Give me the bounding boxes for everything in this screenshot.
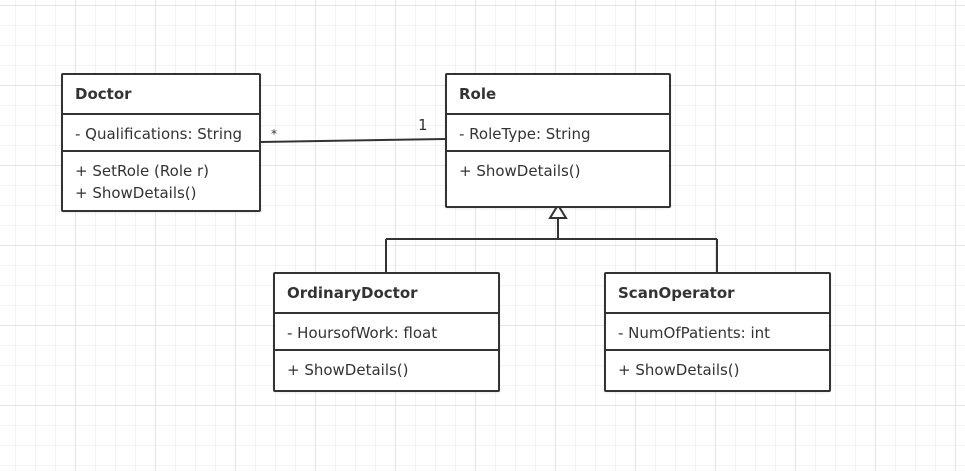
class-scan-operator[interactable]: ScanOperator - NumOfPatients: int + Show… [604, 272, 831, 392]
attribute-num-of-patients: - NumOfPatients: int [618, 324, 771, 342]
attributes-compartment: - Qualifications: String [63, 115, 259, 152]
attributes-compartment: - RoleType: String [447, 115, 669, 152]
operations-compartment: + ShowDetails() [606, 351, 829, 381]
class-name-doctor: Doctor [63, 75, 259, 115]
class-doctor[interactable]: Doctor - Qualifications: String + SetRol… [61, 73, 261, 212]
class-name-ordinary-doctor: OrdinaryDoctor [275, 274, 498, 314]
operations-compartment: + SetRole (Role r) + ShowDetails() [63, 152, 259, 204]
operation-set-role: + SetRole (Role r) [75, 162, 210, 180]
attribute-qualifications: - Qualifications: String [75, 125, 243, 143]
doctor-multiplicity-label: * [271, 127, 277, 141]
attributes-compartment: - HoursofWork: float [275, 314, 498, 351]
role-multiplicity-label: 1 [418, 116, 428, 134]
operation-show-details: + ShowDetails() [75, 184, 197, 202]
operation-show-details: + ShowDetails() [459, 162, 581, 180]
operation-show-details: + ShowDetails() [618, 361, 740, 379]
operations-compartment: + ShowDetails() [275, 351, 498, 381]
operations-compartment: + ShowDetails() [447, 152, 669, 182]
class-name-role: Role [447, 75, 669, 115]
attribute-hours-of-work: - HoursofWork: float [287, 324, 438, 342]
class-ordinary-doctor[interactable]: OrdinaryDoctor - HoursofWork: float + Sh… [273, 272, 500, 392]
inheritance-arrowhead-icon [548, 203, 568, 219]
attribute-role-type: - RoleType: String [459, 125, 591, 143]
class-name-scan-operator: ScanOperator [606, 274, 829, 314]
generalization-connector[interactable] [385, 218, 718, 272]
association-line[interactable] [259, 138, 447, 143]
operation-show-details: + ShowDetails() [287, 361, 409, 379]
attributes-compartment: - NumOfPatients: int [606, 314, 829, 351]
class-role[interactable]: Role - RoleType: String + ShowDetails() [445, 73, 671, 208]
